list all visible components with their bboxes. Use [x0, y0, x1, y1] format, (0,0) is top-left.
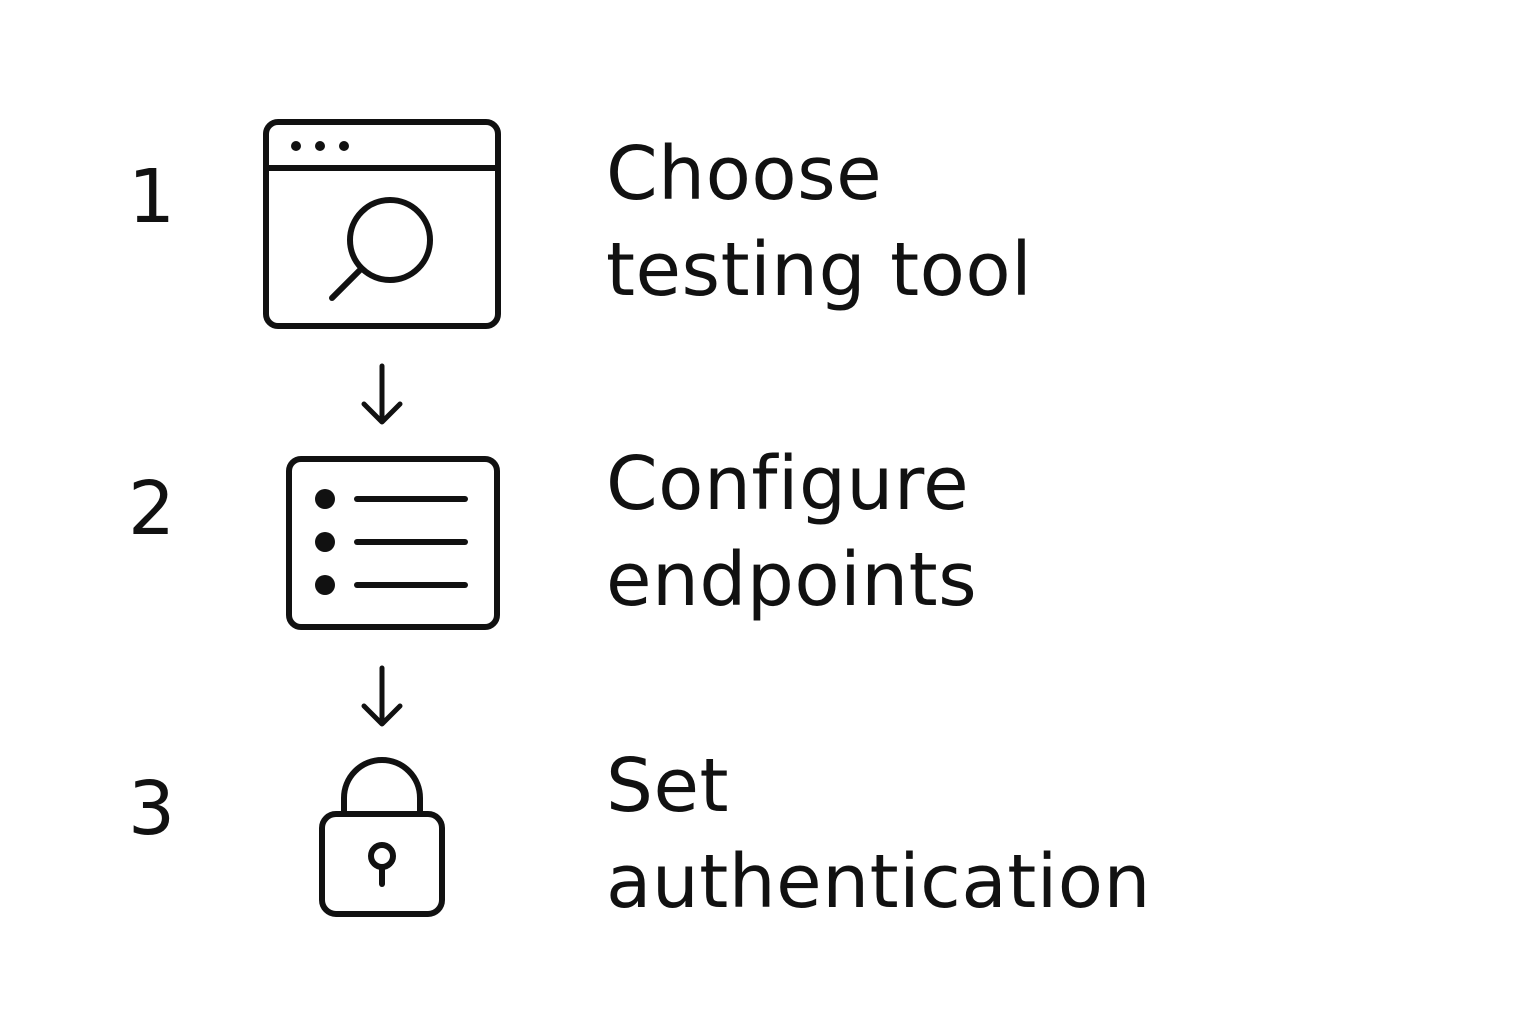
padlock-icon: [319, 757, 445, 917]
list-icon: [286, 456, 500, 630]
step-2-label-line-1: Configure: [606, 441, 970, 527]
arrow-down-icon: [361, 363, 403, 425]
step-2-number: 2: [128, 466, 176, 552]
step-1-label-line-1: Choose: [606, 131, 883, 217]
step-2-label: Configure endpoints: [606, 436, 977, 628]
arrow-down-icon: [361, 665, 403, 727]
step-3-label-line-1: Set: [606, 743, 730, 829]
step-1-label: Choose testing tool: [606, 126, 1032, 318]
browser-search-icon: [263, 119, 501, 329]
step-3-label-line-2: authentication: [606, 839, 1151, 925]
step-1-label-line-2: testing tool: [606, 227, 1033, 313]
step-1-number: 1: [128, 154, 176, 240]
step-3-label: Set authentication: [606, 738, 1151, 930]
step-2-label-line-2: endpoints: [606, 537, 978, 623]
step-3-number: 3: [128, 766, 176, 852]
